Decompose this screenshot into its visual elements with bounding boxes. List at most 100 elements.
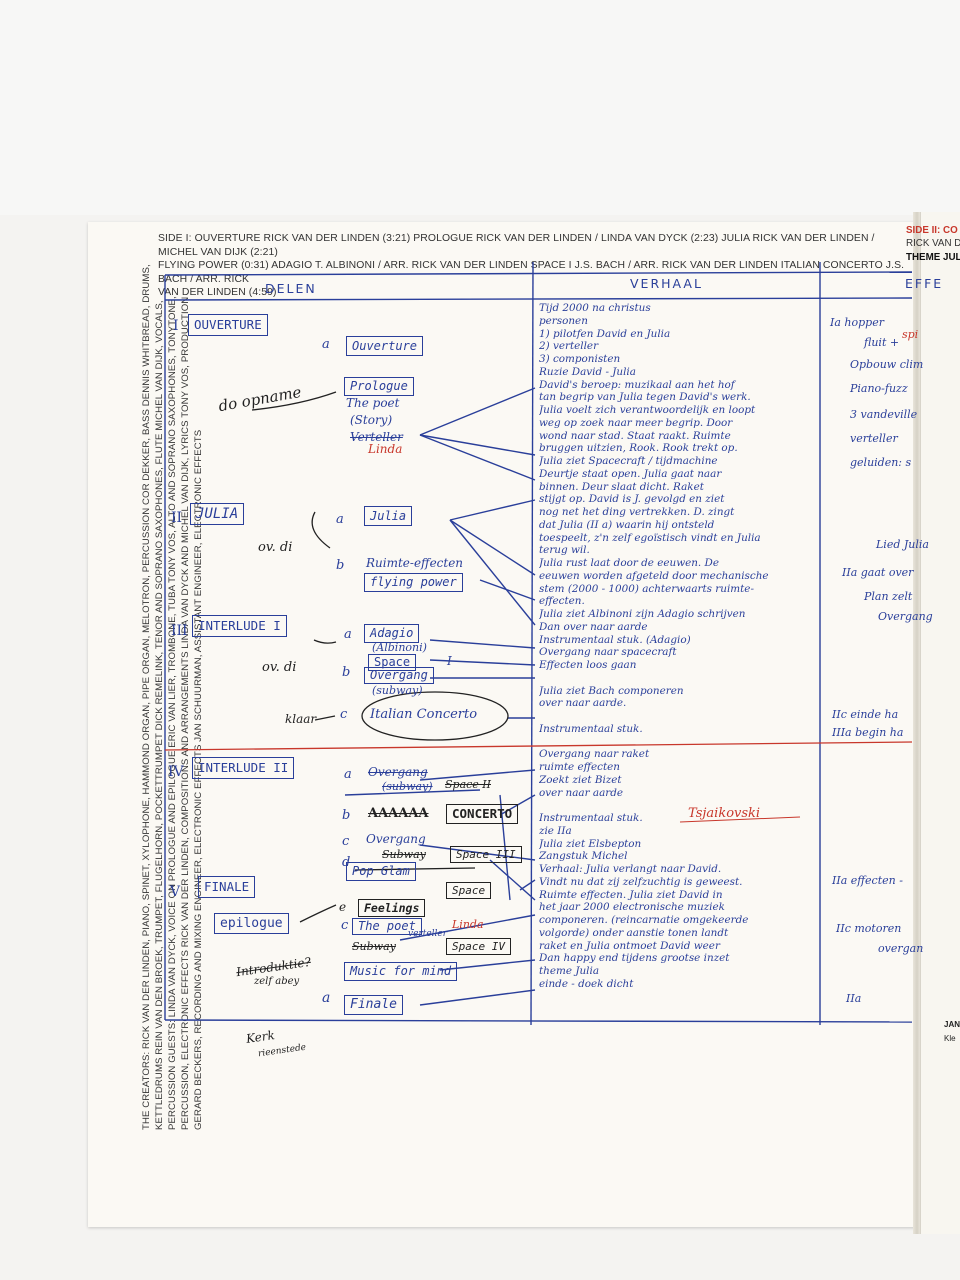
story-line: Ruimte effecten. Julia ziet David in — [539, 888, 723, 901]
story-line: theme Julia — [539, 965, 600, 977]
story-line: tan begrip van Julia tegen David's werk. — [539, 391, 751, 404]
effect-12: IIc einde ha — [832, 708, 899, 721]
story-line: eeuwen worden afgeteld door mechanische — [539, 569, 769, 582]
story-line: terug wil. — [539, 544, 590, 557]
story-line — [539, 736, 821, 749]
credits-line-1: THE CREATORS: RICK VAN DER LINDEN, PIANO… — [141, 264, 152, 1130]
section-4-numeral: IV — [168, 764, 184, 780]
section-3-box: INTERLUDE I — [192, 615, 287, 637]
section-1-box: OUVERTURE — [188, 314, 268, 336]
section-1-numeral: I — [173, 318, 179, 334]
story-line: Deurtje staat open. Julia gaat naar — [539, 467, 722, 480]
item-letter-c4: c — [342, 834, 350, 849]
story-line: ruimte effecten — [539, 761, 620, 773]
item-feelings: Feelings — [358, 899, 426, 917]
right-footer: JAN Kle — [944, 1018, 960, 1046]
item-subway-3: Subway — [382, 848, 426, 861]
item-ruimte: Ruimte-effecten — [366, 556, 464, 570]
side-two-line-3: THEME JUL — [906, 251, 960, 263]
right-footer-line-2: Kle — [944, 1034, 956, 1043]
story-line: zie IIa — [539, 824, 572, 837]
story-line: stijgt op. David is J. gevolgd en ziet — [539, 493, 725, 506]
item-the-poet-2: The poet — [352, 918, 422, 935]
story-line: bruggen uitzien, Rook. Rook trekt op. — [539, 442, 738, 455]
story-line: einde - doek dicht — [539, 977, 634, 990]
item-letter-b2: b — [336, 558, 345, 573]
story-line: binnen. Deur slaat dicht. Raket — [539, 480, 704, 493]
section-5-numeral: V — [170, 884, 181, 900]
story-line: wond naar stad. Staat raakt. Ruimte — [539, 429, 731, 442]
item-julia: Julia — [364, 506, 413, 526]
story-line: dat Julia (II a) waarin hij ontsteld — [539, 518, 715, 531]
story-line: over naar aarde. — [539, 697, 627, 710]
section-2-box: JULIA — [190, 503, 245, 525]
column-head-effecten: EFFE — [905, 276, 944, 291]
item-space-4: Space — [446, 882, 492, 899]
item-space-number: I — [447, 654, 452, 668]
item-space-2: Space II — [445, 778, 491, 791]
section-3-numeral: III — [171, 623, 188, 639]
story-line: Dan happy end tijdens grootse inzet — [539, 952, 730, 965]
item-subway-4: Subway — [352, 940, 396, 953]
story-line: Ruzie David - Julia — [539, 365, 636, 378]
item-overgang: Overgang — [364, 667, 434, 684]
right-footer-line-1: JAN — [944, 1020, 960, 1029]
side-header-line-3: VAN DER LINDEN (4:59) — [158, 287, 277, 299]
item-the-poet: The poet — [346, 396, 400, 410]
effect-10: Plan zelt — [864, 590, 913, 603]
item-prologue: Prologue — [344, 377, 414, 396]
story-line: 2) verteller — [539, 340, 599, 353]
effect-16: overgan — [878, 942, 924, 955]
credits-line-4: PERCUSSION, ELECTRONIC EFFECTS RICK VAN … — [180, 296, 191, 1130]
item-overgang-3: Overgang — [366, 832, 426, 846]
effect-14: IIa effecten - — [832, 874, 903, 887]
story-line — [539, 710, 821, 723]
story-line: Zoekt ziet Bizet — [539, 773, 622, 786]
effect-11: Overgang — [878, 610, 933, 623]
item-italian-concerto: Italian Concerto — [370, 707, 478, 722]
item-linda: Linda — [368, 442, 403, 456]
story-line: effecten. — [539, 595, 585, 608]
background-top — [0, 0, 960, 215]
item-albinoni: (Albinoni) — [372, 641, 427, 654]
story-line: Instrumentaal stuk. — [539, 812, 643, 824]
item-concerto: CONCERTO — [446, 804, 519, 824]
effect-7: geluiden: s — [850, 456, 912, 469]
story-line: het jaar 2000 electronische muziek — [539, 901, 725, 914]
item-flying-power: flying power — [364, 573, 463, 592]
effect-2: fluit + — [864, 336, 900, 349]
story-line: 3) componisten — [539, 353, 621, 365]
item-letter-a2: a — [336, 512, 344, 527]
item-letter-c3: c — [340, 707, 348, 722]
column-head-verhaal: VERHAAL — [630, 276, 703, 291]
story-line: 1) pilotfen David en Julia — [539, 327, 671, 340]
item-letter-a5: a — [322, 990, 331, 1006]
story-line: componeren. (reincarnatie omgekeerde — [539, 914, 749, 926]
note-zelf-abey: zelf abey — [254, 976, 300, 987]
section-2-numeral: II — [171, 510, 183, 526]
item-subway: (subway) — [372, 684, 423, 697]
story-line: Vindt nu dat zij zelfzuchtig is geweest. — [539, 875, 743, 888]
note-klaar: klaar — [285, 712, 317, 726]
item-epilogue: epilogue — [214, 913, 289, 934]
item-overgang-2: Overgang — [368, 765, 428, 779]
story-line: toespeelt, z'n zelf egoïstisch vindt en … — [539, 531, 761, 544]
story-line: Instrumentaal stuk. (Adagio) — [539, 633, 691, 646]
sheet-fold — [913, 212, 921, 1234]
item-letter-c5: c — [341, 918, 349, 933]
story-line: Dan over naar aarde — [539, 620, 648, 633]
side-two-line-2: RICK VAN D — [906, 238, 960, 250]
side-header-line-1: SIDE I: OUVERTURE RICK VAN DER LINDEN (3… — [158, 233, 875, 258]
item-space: Space — [368, 654, 417, 671]
effect-8: Lied Julia — [876, 538, 929, 551]
story-line: Julia ziet Elsbepton — [539, 837, 642, 850]
item-ouverture: Ouverture — [346, 336, 424, 356]
story-line: Zangstuk Michel — [539, 850, 628, 863]
item-adagio: Adagio — [364, 624, 420, 643]
credits-line-3: PERCUSSION GUESTS: LINDA VAN DYCK, VOICE… — [167, 296, 178, 1130]
effect-4: Piano-fuzz — [850, 382, 908, 395]
item-space-5: Space IV — [446, 938, 511, 955]
item-letter-a1: a — [322, 337, 330, 352]
story-line: Effecten loos gaan — [539, 659, 637, 671]
story-line: Julia ziet Spacecraft / tijdmachine — [539, 455, 718, 467]
